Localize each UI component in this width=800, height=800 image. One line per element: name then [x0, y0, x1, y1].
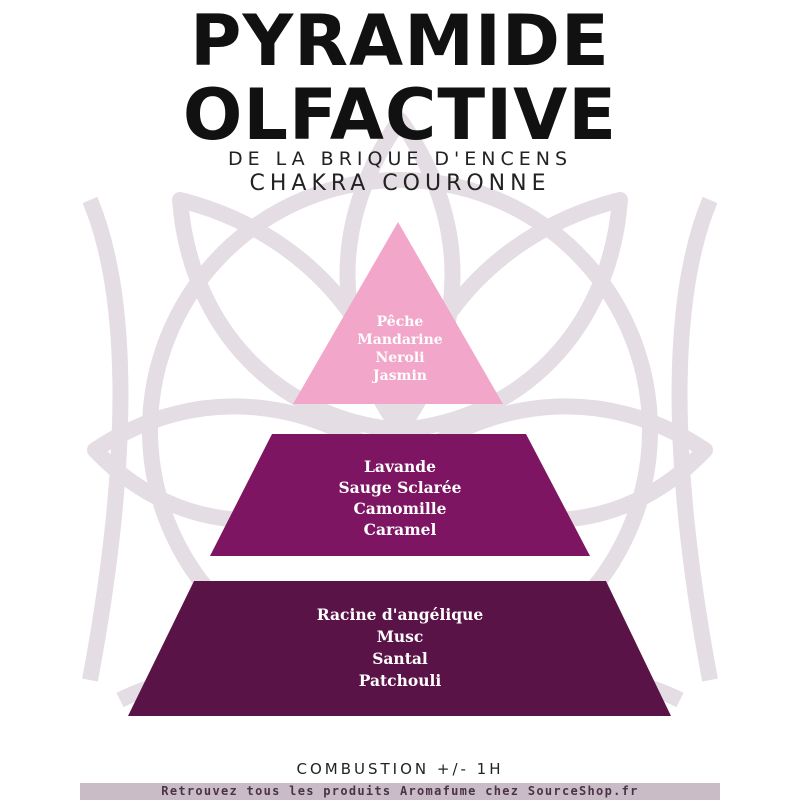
top-note: Jasmin	[373, 368, 427, 384]
base-notes-list: Racine d'angélique Musc Santal Patchouli	[200, 604, 600, 692]
top-note: Pêche	[376, 314, 424, 330]
combustion-time: COMBUSTION +/- 1H	[296, 760, 504, 778]
base-note: Santal	[372, 649, 428, 668]
heart-note: Camomille	[353, 499, 447, 518]
pyramid-middle-tier	[210, 434, 590, 556]
page-title-line-1: PYRAMIDE	[190, 0, 610, 82]
subtitle-line-2: CHAKRA COURONNE	[249, 171, 551, 196]
top-note: Mandarine	[357, 332, 443, 348]
pyramid-base-tier	[128, 581, 671, 716]
footer-banner: Retrouvez tous les produits Aromafume ch…	[80, 783, 720, 800]
heart-note: Lavande	[364, 457, 436, 476]
footer-text: Retrouvez tous les produits Aromafume ch…	[161, 784, 639, 798]
top-note: Neroli	[375, 350, 425, 366]
heart-notes-list: Lavande Sauge Sclarée Camomille Caramel	[200, 456, 600, 540]
base-note: Racine d'angélique	[316, 605, 484, 624]
subtitle-line-1: DE LA BRIQUE D'ENCENS	[227, 148, 573, 170]
pyramid-top-tier	[293, 222, 503, 404]
top-notes-list: Pêche Mandarine Neroli Jasmin	[200, 313, 600, 385]
heart-note: Sauge Sclarée	[338, 478, 462, 497]
base-note: Patchouli	[358, 671, 442, 690]
base-note: Musc	[376, 627, 424, 646]
page-title-line-2: OLFACTIVE	[182, 74, 618, 156]
heart-note: Caramel	[363, 520, 437, 539]
